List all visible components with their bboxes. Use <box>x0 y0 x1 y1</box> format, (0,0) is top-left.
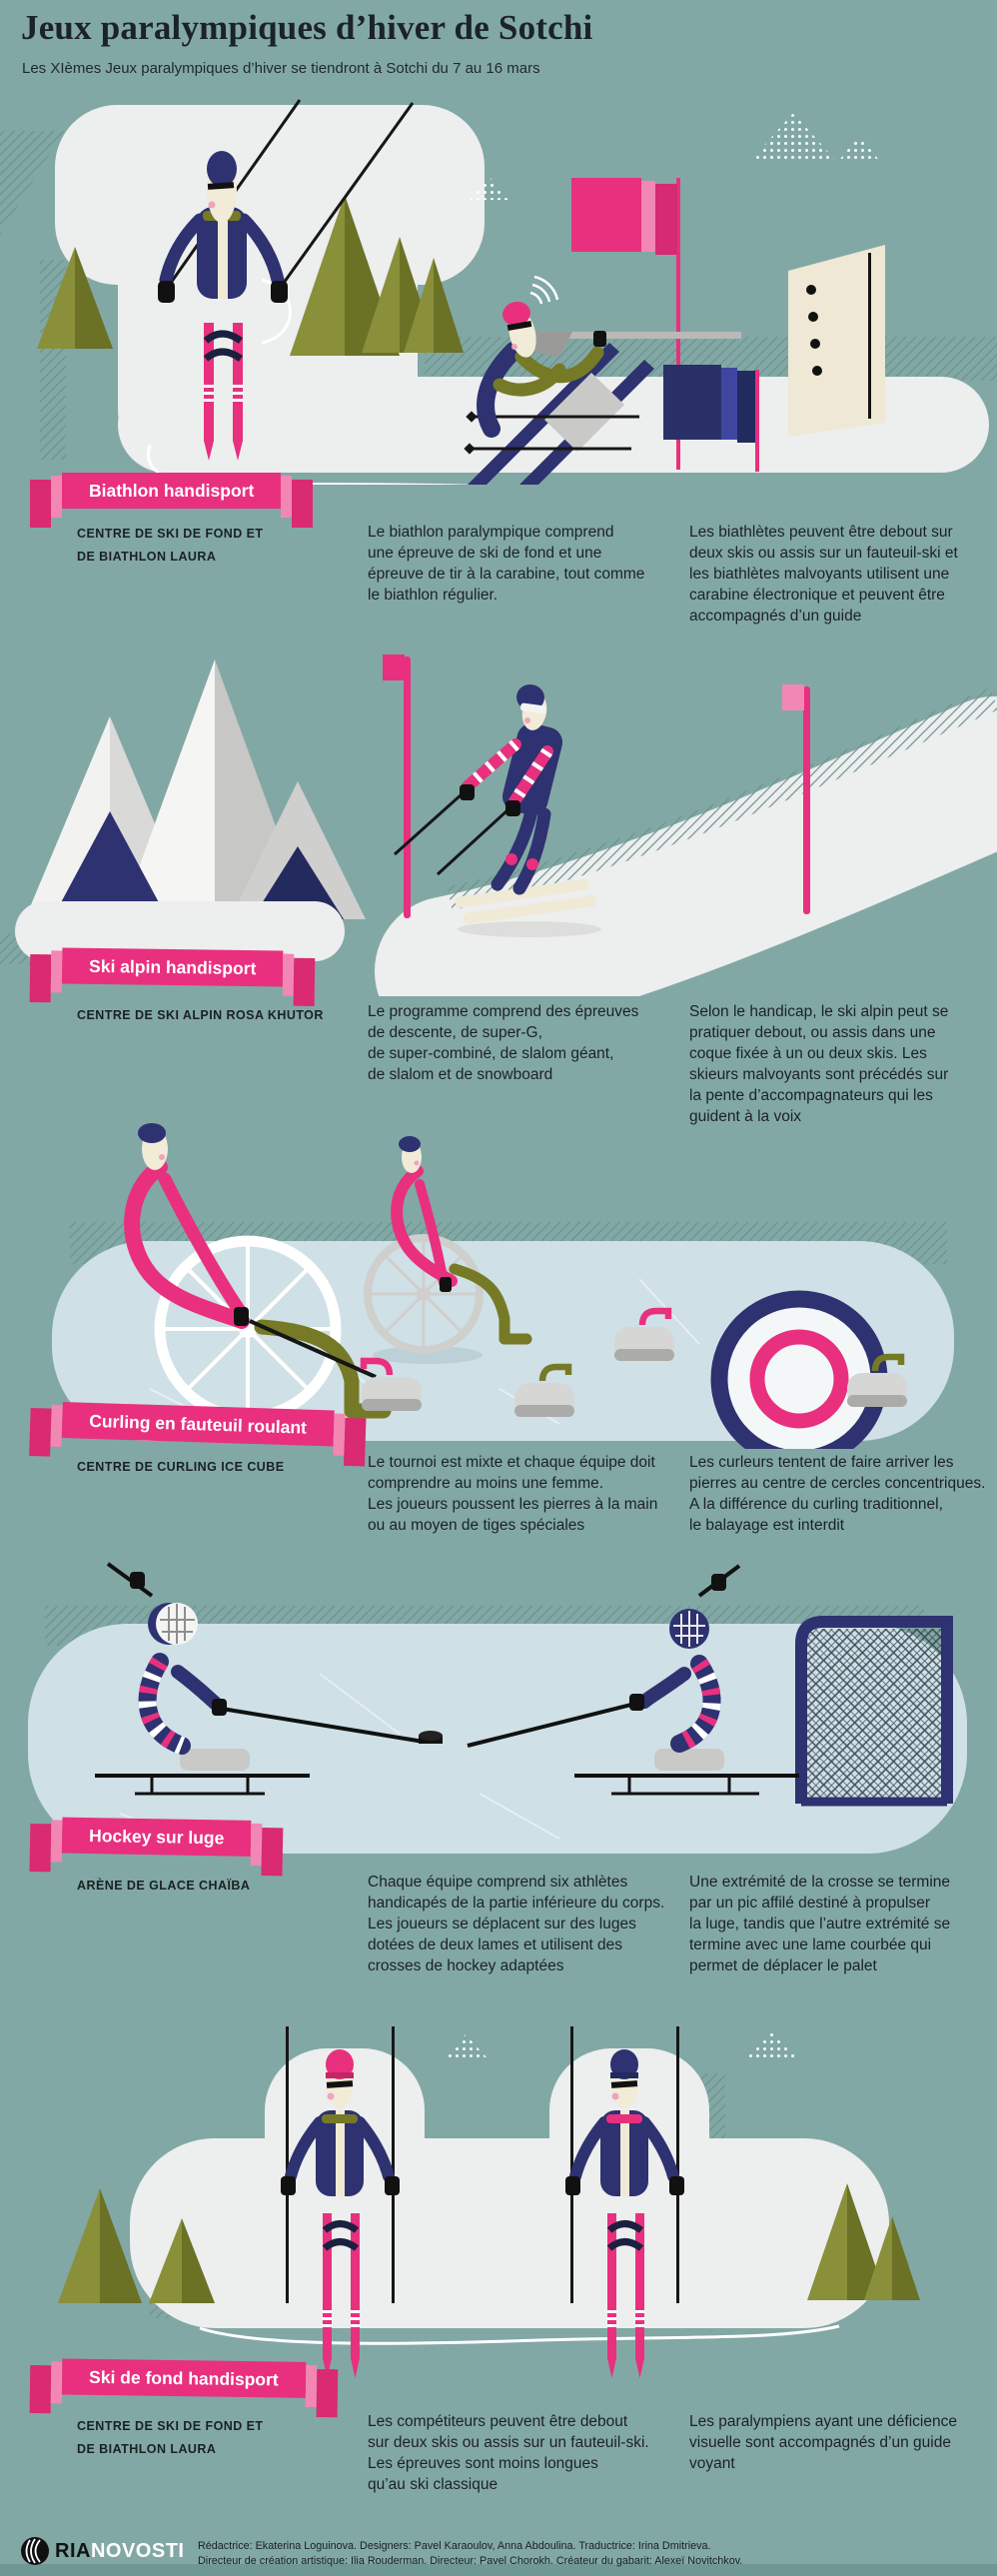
ribbon-tab <box>29 954 52 1003</box>
cross-country-illustration <box>58 2026 920 2378</box>
navy-flag-icon <box>663 365 759 472</box>
section-label-text: Ski alpin handisport <box>61 947 284 987</box>
bottom-strip <box>0 2564 997 2576</box>
sledge-player-right <box>467 1564 799 1796</box>
pine-trees <box>37 195 464 356</box>
standing-skier-figure <box>158 99 415 461</box>
target-board <box>788 245 885 437</box>
slalom-skier-figure <box>393 683 601 937</box>
brand-ria: RIA <box>55 2539 91 2562</box>
sledge-hockey-illustration <box>28 1562 967 1854</box>
ribbon-fold <box>50 1820 63 1863</box>
section-label-ski-de-fond: Ski de fond handisport <box>29 2358 338 2418</box>
ribbon-fold <box>50 1404 63 1447</box>
ria-novosti-logo: RIA NOVOSTI <box>20 2536 184 2566</box>
ribbon-tab <box>292 480 314 528</box>
credits: Rédactrice: Ekaterina Loguinova. Designe… <box>198 2539 742 2569</box>
ribbon-tab <box>29 1824 52 1873</box>
description-hockey-2: Une extrémité de la crosse se termine pa… <box>689 1874 951 1974</box>
ribbon-fold <box>50 2361 63 2404</box>
cross-country-skier-b <box>565 2026 684 2378</box>
hockey-goal <box>795 1616 953 1807</box>
curling-illustration <box>52 1123 954 1449</box>
biathlon-illustration <box>0 99 997 485</box>
ribbon-tab <box>343 1417 367 1467</box>
curling-stone <box>614 1307 674 1361</box>
curling-target-rings <box>710 1290 888 1449</box>
section-label-text: Hockey sur luge <box>61 1817 252 1857</box>
section-label-biathlon: Biathlon handisport <box>30 473 314 528</box>
ribbon-fold <box>282 953 295 996</box>
description-biathlon-2: Les biathlètes peuvent être debout sur d… <box>689 524 958 625</box>
pine-trees <box>58 2183 920 2303</box>
credits-line-2: Directeur de création artistique: Ilia R… <box>198 2555 743 2567</box>
ribbon-fold <box>250 1823 263 1867</box>
mountains <box>15 659 366 961</box>
puck <box>419 1731 443 1744</box>
ribbon-fold <box>305 2364 317 2407</box>
description-ski-alpin-2: Selon le handicap, le ski alpin peut se … <box>689 1003 949 1125</box>
ribbon-fold <box>50 950 63 993</box>
alpine-ski-illustration <box>0 654 997 996</box>
venue-hockey: ARÈNE DE GLACE CHAÏBA <box>77 1879 251 1893</box>
section-label-text: Curling en fauteuil roulant <box>61 1402 335 1447</box>
page-title: Jeux paralympiques d’hiver de Sotchi <box>21 8 593 47</box>
venue-curling: CENTRE DE CURLING ICE CUBE <box>77 1460 285 1474</box>
sledge-player-left <box>95 1562 425 1796</box>
ribbon-tab <box>29 1408 52 1457</box>
description-ski-alpin-1: Le programme comprend des épreuves de de… <box>368 1003 639 1083</box>
ribbon-tab <box>261 1828 284 1877</box>
biathlon-shooter-figure <box>464 275 741 485</box>
globe-logo-icon <box>21 2537 49 2565</box>
section-label-hockey: Hockey sur luge <box>29 1817 284 1877</box>
description-ski-de-fond-1: Les compétiteurs peuvent être debout sur… <box>368 2413 649 2493</box>
ribbon-fold <box>51 476 62 518</box>
snow-track <box>130 2048 889 2345</box>
description-ski-de-fond-2: Les paralympiens ayant une déficience vi… <box>689 2413 957 2472</box>
cross-country-skier-a <box>281 2026 400 2378</box>
wheelchair-curler-small <box>364 1136 532 1364</box>
section-label-ski-alpin: Ski alpin handisport <box>29 947 316 1006</box>
description-hockey-1: Chaque équipe comprend six athlètes hand… <box>368 1874 665 1974</box>
description-curling-1: Le tournoi est mixte et chaque équipe do… <box>368 1454 658 1534</box>
brand-novosti: NOVOSTI <box>90 2539 185 2562</box>
venue-ski-alpin: CENTRE DE SKI ALPIN ROSA KHUTOR <box>77 1008 324 1022</box>
section-label-curling: Curling en fauteuil roulant <box>29 1401 367 1467</box>
ribbon-fold <box>281 476 293 518</box>
footer: RIA NOVOSTI Rédactrice: Ekaterina Loguin… <box>0 2526 997 2576</box>
dotted-clouds <box>445 2030 799 2060</box>
dotted-clouds <box>470 113 881 200</box>
section-label-text: Biathlon handisport <box>62 473 282 509</box>
pink-flag-icon <box>571 178 680 470</box>
credits-line-1: Rédactrice: Ekaterina Loguinova. Designe… <box>198 2540 711 2552</box>
ribbon-tab <box>30 480 51 528</box>
page-subtitle: Les XIèmes Jeux paralympiques d’hiver se… <box>22 60 540 77</box>
description-biathlon-1: Le biathlon paralympique comprend une ép… <box>368 524 645 604</box>
curling-stone <box>847 1353 907 1407</box>
venue-ski-de-fond: CENTRE DE SKI DE FOND ET DE BIATHLON LAU… <box>77 2419 264 2456</box>
curling-stone <box>360 1357 422 1411</box>
ribbon-tab <box>293 957 316 1006</box>
section-label-text: Ski de fond handisport <box>61 2358 306 2398</box>
gate-pole <box>383 654 810 918</box>
venue-biathlon: CENTRE DE SKI DE FOND ET DE BIATHLON LAU… <box>77 527 264 564</box>
ribbon-tab <box>29 2365 52 2414</box>
ribbon-tab <box>316 2369 338 2418</box>
description-curling-2: Les curleurs tentent de faire arriver le… <box>689 1454 986 1534</box>
curling-stone <box>514 1363 574 1417</box>
